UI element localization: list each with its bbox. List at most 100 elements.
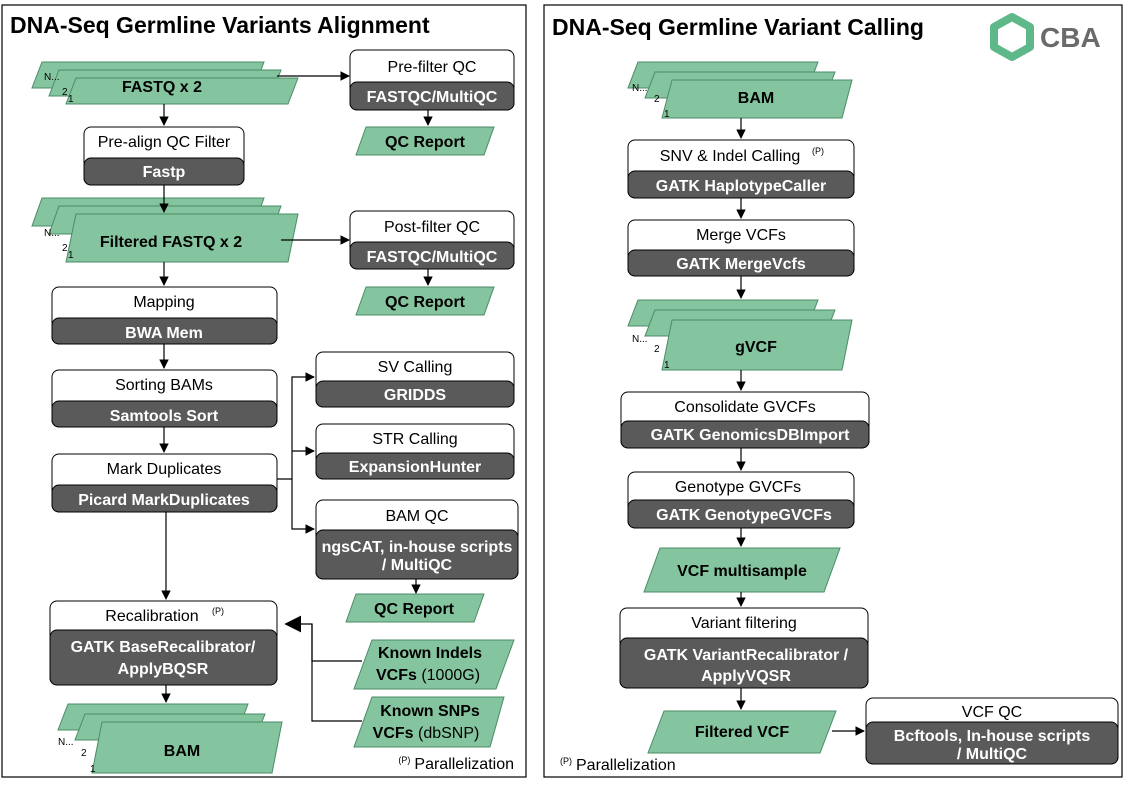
postfilter-qc-box: Post-filter QC FASTQC/MultiQC xyxy=(349,210,515,270)
svg-text:VCFs (1000G): VCFs (1000G) xyxy=(376,667,480,684)
svg-text:GATK BaseRecalibrator/: GATK BaseRecalibrator/ xyxy=(71,639,256,656)
svg-text:Sorting BAMs: Sorting BAMs xyxy=(115,377,213,394)
fastq-label: FASTQ x 2 xyxy=(122,79,202,96)
qc-report-1: QC Report xyxy=(355,126,495,156)
svg-text:2: 2 xyxy=(62,243,68,254)
sv-calling-box: SV Calling GRIDDS xyxy=(315,351,515,408)
svg-text:VCF QC: VCF QC xyxy=(962,704,1022,721)
svg-text:VCF multisample: VCF multisample xyxy=(677,563,807,580)
left-panel-title: DNA-Seq Germline Variants Alignment xyxy=(10,12,430,38)
prefilter-qc-label: Pre-filter QC xyxy=(388,59,477,76)
prefilter-qc-box: Pre-filter QC FASTQC/MultiQC xyxy=(349,49,515,111)
consolidate-gvcfs-box: Consolidate GVCFs GATK GenomicsDBImport xyxy=(620,391,870,449)
stack-label-1: 1 xyxy=(68,94,74,105)
gvcf-stack: N... 2 1 gVCF xyxy=(627,299,853,371)
logo-text: CBA xyxy=(1040,22,1101,53)
svg-text:QC Report: QC Report xyxy=(374,601,455,618)
right-panel-title: DNA-Seq Germline Variant Calling xyxy=(552,14,924,40)
svg-text:2: 2 xyxy=(81,748,87,759)
svg-text:BAM: BAM xyxy=(738,90,774,107)
svg-text:Merge VCFs: Merge VCFs xyxy=(696,227,786,244)
svg-text:(P): (P) xyxy=(812,146,824,156)
svg-text:Known SNPs: Known SNPs xyxy=(380,703,480,720)
filtered-fastq-stack: N... 2 1 Filtered FASTQ x 2 xyxy=(31,197,299,263)
svg-text:Variant filtering: Variant filtering xyxy=(691,615,797,632)
svg-text:gVCF: gVCF xyxy=(735,339,777,356)
svg-text:N...: N... xyxy=(44,228,60,239)
svg-text:QC Report: QC Report xyxy=(385,134,466,151)
bam-output-stack: N... 2 1 BAM xyxy=(57,703,283,775)
svg-text:Known Indels: Known Indels xyxy=(378,645,482,662)
fastq-stack: N... 2 1 FASTQ x 2 xyxy=(31,61,299,105)
prealign-qc-label: Pre-align QC Filter xyxy=(98,134,231,151)
svg-text:FASTQC/MultiQC: FASTQC/MultiQC xyxy=(367,249,498,266)
bam-input-stack: N... 2 1 BAM xyxy=(627,61,853,120)
svg-text:Recalibration: Recalibration xyxy=(105,608,198,625)
prealign-qc-box: Pre-align QC Filter Fastp xyxy=(83,126,245,186)
filtered-vcf-data: Filtered VCF xyxy=(647,710,837,754)
prealign-qc-tool: Fastp xyxy=(143,164,186,181)
sorting-box: Sorting BAMs Samtools Sort xyxy=(51,369,278,428)
svg-text:BAM QC: BAM QC xyxy=(385,508,448,525)
svg-text:1: 1 xyxy=(68,250,74,261)
mapping-box: Mapping BWA Mem xyxy=(51,286,278,345)
stack-label-n: N... xyxy=(44,72,60,83)
svg-text:Mark Duplicates: Mark Duplicates xyxy=(107,461,222,478)
vcf-qc-box: VCF QC Bcftools, In-house scripts / Mult… xyxy=(865,697,1119,765)
vcf-multisample-data: VCF multisample xyxy=(643,547,841,593)
markdup-box: Mark Duplicates Picard MarkDuplicates xyxy=(51,453,278,513)
svg-text:Mapping: Mapping xyxy=(133,294,194,311)
svg-text:2: 2 xyxy=(654,344,660,355)
svg-text:VCFs (dbSNP): VCFs (dbSNP) xyxy=(373,725,480,742)
svg-text:Bcftools, In-house scripts: Bcftools, In-house scripts xyxy=(894,728,1091,745)
merge-vcfs-box: Merge VCFs GATK MergeVcfs xyxy=(627,219,855,277)
svg-text:SV Calling: SV Calling xyxy=(378,359,453,376)
svg-text:/ MultiQC: / MultiQC xyxy=(382,557,453,574)
svg-text:ExpansionHunter: ExpansionHunter xyxy=(349,459,481,476)
svg-text:QC Report: QC Report xyxy=(385,294,466,311)
right-connectors xyxy=(736,118,865,736)
svg-text:BAM: BAM xyxy=(164,743,200,760)
svg-text:ngsCAT, in-house scripts: ngsCAT, in-house scripts xyxy=(322,539,513,556)
variant-filtering-box: Variant filtering GATK VariantRecalibrat… xyxy=(619,607,869,689)
svg-text:1: 1 xyxy=(664,109,670,120)
svg-text:N...: N... xyxy=(58,737,74,748)
hexagon-icon xyxy=(990,13,1034,61)
svg-text:GATK GenotypeGVCFs: GATK GenotypeGVCFs xyxy=(656,507,832,524)
svg-text:GATK GenomicsDBImport: GATK GenomicsDBImport xyxy=(651,427,851,444)
right-parallelization-note: (P)Parallelization xyxy=(560,756,676,774)
cba-logo: CBA xyxy=(990,13,1101,61)
known-snps-data: Known SNPs VCFs (dbSNP) xyxy=(353,696,505,748)
svg-text:Filtered VCF: Filtered VCF xyxy=(695,724,789,741)
qc-report-2: QC Report xyxy=(355,286,495,316)
left-parallelization-note: (P)Parallelization xyxy=(398,755,514,773)
svg-text:GATK HaplotypeCaller: GATK HaplotypeCaller xyxy=(656,178,826,195)
svg-text:ApplyBQSR: ApplyBQSR xyxy=(118,661,209,678)
svg-text:/ MultiQC: / MultiQC xyxy=(957,746,1028,763)
parallel-marker: (P) xyxy=(212,606,224,616)
svg-text:N...: N... xyxy=(632,83,648,94)
svg-text:STR Calling: STR Calling xyxy=(372,431,457,448)
svg-text:2: 2 xyxy=(654,94,660,105)
left-connectors xyxy=(159,71,433,722)
svg-text:SNV & Indel Calling: SNV & Indel Calling xyxy=(660,148,801,165)
svg-text:1: 1 xyxy=(664,360,670,371)
svg-text:BWA Mem: BWA Mem xyxy=(125,325,203,342)
svg-text:GATK MergeVcfs: GATK MergeVcfs xyxy=(676,256,806,273)
svg-text:N...: N... xyxy=(632,334,648,345)
svg-text:ApplyVQSR: ApplyVQSR xyxy=(701,668,791,685)
bam-qc-box: BAM QC ngsCAT, in-house scripts / MultiQ… xyxy=(315,499,519,580)
svg-text:Genotype GVCFs: Genotype GVCFs xyxy=(675,479,801,496)
svg-text:GATK VariantRecalibrator /: GATK VariantRecalibrator / xyxy=(644,647,849,664)
svg-text:GRIDDS: GRIDDS xyxy=(384,387,447,404)
prefilter-qc-tool: FASTQC/MultiQC xyxy=(367,89,498,106)
svg-text:1: 1 xyxy=(90,764,96,775)
svg-text:Post-filter QC: Post-filter QC xyxy=(384,219,480,236)
svg-text:Consolidate GVCFs: Consolidate GVCFs xyxy=(674,399,815,416)
svg-text:Samtools Sort: Samtools Sort xyxy=(110,408,219,425)
svg-text:Picard MarkDuplicates: Picard MarkDuplicates xyxy=(78,492,250,509)
recalibration-box: Recalibration (P) GATK BaseRecalibrator/… xyxy=(49,600,278,686)
genotype-gvcfs-box: Genotype GVCFs GATK GenotypeGVCFs xyxy=(627,471,855,529)
filtered-fastq-label: Filtered FASTQ x 2 xyxy=(100,234,242,251)
snv-indel-box: SNV & Indel Calling (P) GATK HaplotypeCa… xyxy=(627,139,855,199)
